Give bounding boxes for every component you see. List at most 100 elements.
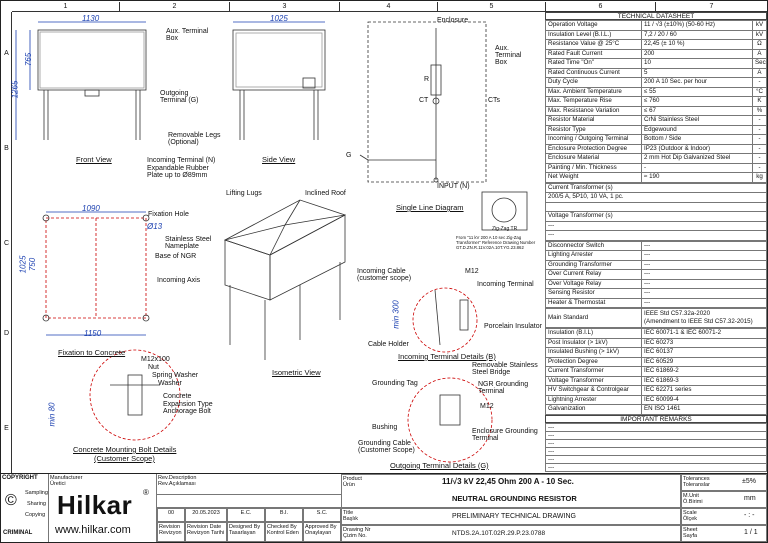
title-isometric: Isometric View (272, 368, 321, 377)
frame-line (11, 12, 12, 473)
drawing-nr-value: NTDS.2A.10T.02R.29.P.23.0788 (452, 530, 546, 537)
datasheet-value: 11 / √3 (±10%) (50-60 Hz) (641, 20, 753, 31)
accessory-value: --- (641, 297, 767, 308)
datasheet-unit: - (752, 162, 767, 173)
tolerances-label-tr: Toleranslar (683, 482, 710, 488)
accessory-name: Lighting Arrester (545, 250, 642, 261)
label-m12: M12 (465, 268, 479, 275)
row-header: C (3, 240, 10, 247)
datasheet-value: 22,45 (± 10 %) (641, 39, 753, 50)
datasheet-unit: kV (752, 29, 767, 40)
col-approved-tr: Onaylayan (305, 530, 332, 536)
datasheet-parameter: Enclosure Material (545, 153, 642, 164)
datasheet-parameter: Rated Time "On" (545, 58, 642, 69)
label-input-n: INPUT (N) (437, 183, 470, 190)
rev-no: 00 (157, 508, 185, 522)
accessory-name: Over Voltage Relay (545, 278, 642, 289)
label-incoming-axis: Incoming Axis (157, 277, 201, 284)
label-aux-terminal-box: Aux. Terminal Box (166, 28, 209, 42)
accessory-value: --- (641, 269, 767, 280)
datasheet-parameter: Duty Cycle (545, 77, 642, 88)
datasheet-unit: - (752, 143, 767, 154)
accessory-row: Lighting Arrester--- (545, 250, 767, 261)
title-label-tr: Başlık (343, 516, 358, 522)
datasheet-value: ≤ 760 (641, 96, 753, 107)
label-grounding-cable: Grounding Cable (Customer Scope) (358, 440, 415, 454)
standard-row: Insulated Bushing (> 1kV)IEC 60137 (545, 347, 767, 358)
label-inclined-roof: Inclined Roof (305, 190, 346, 197)
dim-front-height-a: 765 (24, 52, 34, 67)
label-nut: Nut (148, 364, 159, 371)
drawing-canvas (15, 21, 528, 463)
remark-text: --- (545, 422, 767, 432)
datasheet-value: 7,2 / 20 / 60 (641, 29, 753, 40)
label-base-ngr: Base of NGR (155, 253, 197, 260)
accessory-row: Grounding Transformer--- (545, 259, 767, 270)
standard-ref: IEC 61869-3 (641, 375, 767, 386)
standard-row: Post Insulator (> 1kV)IEC 60273 (545, 337, 767, 348)
datasheet-parameter: Insulation Level (B.I.L.) (545, 29, 642, 40)
standard-name: Voltage Transformer (545, 375, 642, 386)
datasheet-value: ≈ 190 (641, 172, 753, 183)
accessory-name: Sensing Resistor (545, 288, 642, 299)
sharing-label: Sharing (27, 501, 46, 507)
remark-row: --- (545, 454, 767, 464)
dim-front-height-b: 1265 (10, 80, 20, 99)
hilkar-logo: Hilkar (57, 490, 133, 520)
label-ngr-grounding: NGR Grounding Terminal (478, 381, 529, 395)
column-header: 6 (545, 2, 655, 12)
label-plate: Plate up to Ø89mm (147, 172, 208, 179)
label-g: G (346, 152, 352, 159)
drawing-nr-label-tr: Çizim No. (343, 533, 367, 539)
dim-side-width: 1025 (270, 14, 288, 23)
col-approved: Approved By (305, 524, 337, 530)
label-grounding-tag: Grounding Tag (372, 380, 418, 387)
datasheet-unit: °C (752, 86, 767, 97)
datasheet-value: 200 (641, 48, 753, 59)
standard-ref: IEC 61869-2 (641, 366, 767, 377)
column-header: 7 (655, 2, 767, 12)
datasheet-accessory-table: Disconnector Switch---Lighting Arrester-… (545, 240, 767, 309)
accessory-name: Disconnector Switch (545, 240, 642, 251)
column-header: 3 (229, 2, 339, 12)
remark-row: --- (545, 422, 767, 432)
datasheet-parameter: Max. Temperature Rise (545, 96, 642, 107)
standard-label: Main Standard (545, 308, 642, 328)
standard-name: Current Transformer (545, 366, 642, 377)
title-bolt-details: Concrete Mounting Bolt Details (73, 445, 177, 454)
label-porcelain: Porcelain Insulator (484, 323, 542, 330)
datasheet-title: TECHNICAL DATASHEET (545, 12, 767, 20)
datasheet-standard-table: Main Standard IEEE Std C57.32a-2020(Amen… (545, 308, 767, 328)
datasheet-unit: A (752, 48, 767, 59)
dim-fix-h-b: 750 (28, 257, 38, 272)
datasheet-value: 10 (641, 58, 753, 69)
accessory-row: Over Current Relay--- (545, 269, 767, 280)
standard-ref: IEC 60137 (641, 347, 767, 358)
datasheet-parameter: Rated Continuous Current (545, 67, 642, 78)
datasheet-value: IP23 (Outdoor & Indoor) (641, 143, 753, 154)
sheet-label: Sheet (683, 527, 698, 533)
product-value-2: NEUTRAL GROUNDING RESISTOR (452, 494, 577, 503)
title-incoming-details: Incoming Terminal Details (B) (398, 352, 496, 361)
title-fixation: Fixation to Concrete (58, 348, 126, 357)
dim-fix-bottom: 1150 (84, 329, 102, 338)
datasheet-value: ≤ 67 (641, 105, 753, 116)
datasheet-std-table: Insulation (B.I.L)IEC 60071-1 & IEC 6007… (545, 328, 767, 415)
front-view-body (37, 29, 147, 91)
sheet-label-tr: Sayfa (683, 533, 698, 539)
ct-label: Current Transformer (s) (545, 182, 767, 193)
remark-row: --- (545, 430, 767, 440)
col-checked-tr: Kontrol Eden (267, 530, 299, 536)
col-designed: Designed By (229, 524, 261, 530)
row-header: E (4, 425, 9, 432)
dim-fix-hole: Ø13 (147, 222, 163, 231)
label-m12x100: M12x100 (141, 356, 170, 363)
checker: B.I. (265, 508, 303, 522)
